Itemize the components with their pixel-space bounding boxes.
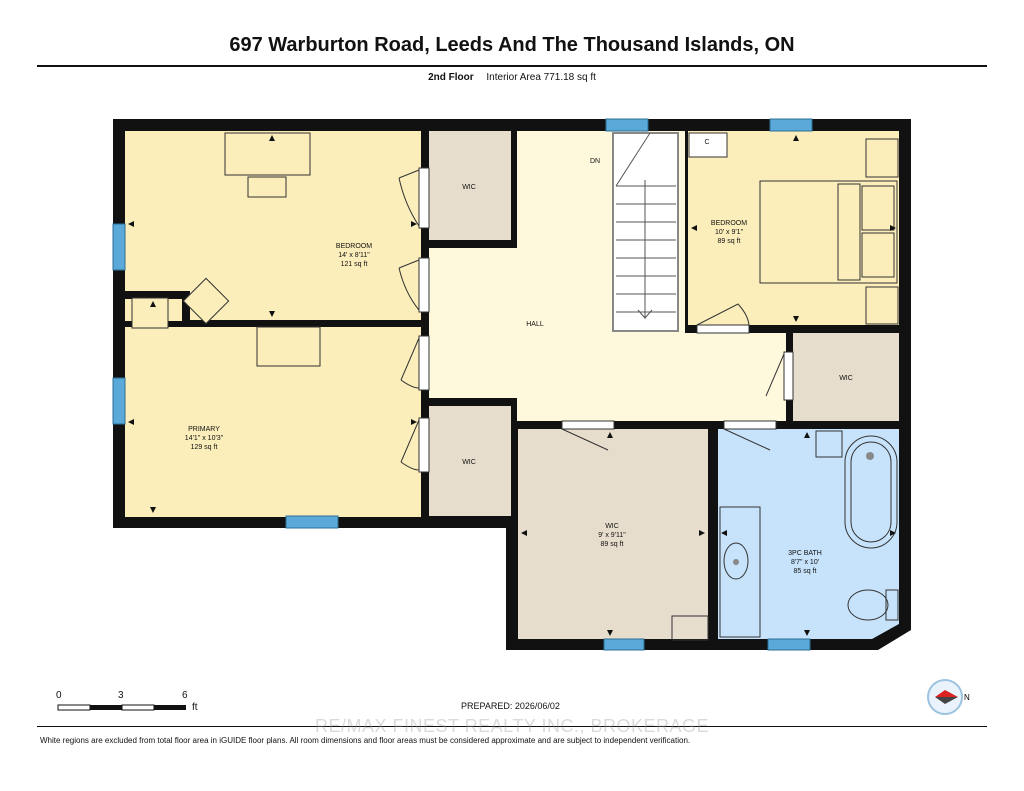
primary-name: PRIMARY bbox=[188, 426, 220, 433]
wic-large-dims: 9' x 9'11" bbox=[598, 532, 626, 539]
interior-area: Interior Area 771.18 sq ft bbox=[486, 72, 596, 83]
wic-large-floor bbox=[518, 429, 708, 639]
wic-right-name: WIC bbox=[839, 375, 853, 382]
scale-label-3: 3 bbox=[118, 690, 124, 701]
floor-label: 2nd Floor bbox=[428, 72, 474, 83]
plan-subtitle: 2nd Floor Interior Area 771.18 sq ft bbox=[0, 72, 1024, 83]
bedroom-left-name: BEDROOM bbox=[336, 243, 372, 250]
wic-large-name: WIC bbox=[605, 523, 619, 530]
bedroom-left-dims: 14' x 8'11" bbox=[338, 252, 370, 259]
hall-floor bbox=[429, 131, 786, 421]
doors bbox=[398, 167, 794, 473]
wall-segment bbox=[182, 320, 429, 327]
wic-mid-name: WIC bbox=[462, 459, 476, 466]
closet-c-label: C bbox=[704, 139, 709, 146]
scale-label-0: 0 bbox=[56, 690, 62, 701]
footer-rule bbox=[37, 726, 987, 727]
compass-label: N bbox=[964, 693, 970, 702]
bedroom-right-dims: 10' x 9'1" bbox=[715, 229, 744, 236]
footer-disclaimer: White regions are excluded from total fl… bbox=[40, 736, 691, 745]
stairs-label: DN bbox=[590, 158, 600, 165]
prepared-date: PREPARED: 2026/06/02 bbox=[461, 701, 560, 711]
stair-treads bbox=[615, 132, 676, 320]
sink-drain bbox=[733, 559, 739, 565]
wic-mid-floor bbox=[429, 406, 511, 516]
plan-title: 697 Warburton Road, Leeds And The Thousa… bbox=[229, 34, 795, 56]
wic-top-floor bbox=[429, 131, 511, 240]
wic-right-floor bbox=[793, 333, 899, 421]
bath-dims: 8'7" x 10' bbox=[791, 559, 819, 566]
scale-bar bbox=[57, 704, 186, 711]
bedroom-right-area: 89 sq ft bbox=[718, 238, 741, 245]
wall-segment bbox=[182, 291, 190, 327]
brokerage-watermark: RE/MAX FINEST REALTY INC., BROKERAGE bbox=[314, 716, 710, 736]
bedroom-right-name: BEDROOM bbox=[711, 220, 747, 227]
compass-icon: N bbox=[927, 679, 970, 715]
bedroom-left-area: 121 sq ft bbox=[341, 261, 368, 268]
windows bbox=[112, 118, 813, 651]
hall-name: HALL bbox=[526, 321, 544, 328]
primary-dims: 14'1" x 10'3" bbox=[185, 435, 224, 442]
tub-drain bbox=[866, 452, 874, 460]
wic-large-area: 89 sq ft bbox=[601, 541, 624, 548]
bath-name: 3PC BATH bbox=[788, 550, 822, 557]
scale-unit: ft bbox=[192, 702, 198, 713]
scale-label-6: 6 bbox=[182, 690, 188, 701]
primary-area: 129 sq ft bbox=[191, 444, 218, 451]
bath-area: 85 sq ft bbox=[794, 568, 817, 575]
title-rule bbox=[37, 65, 987, 67]
furniture bbox=[131, 132, 899, 641]
wic-top-name: WIC bbox=[462, 184, 476, 191]
bath-floor bbox=[718, 429, 899, 639]
wall-segment bbox=[125, 291, 189, 299]
dimension-arrows bbox=[128, 135, 896, 636]
